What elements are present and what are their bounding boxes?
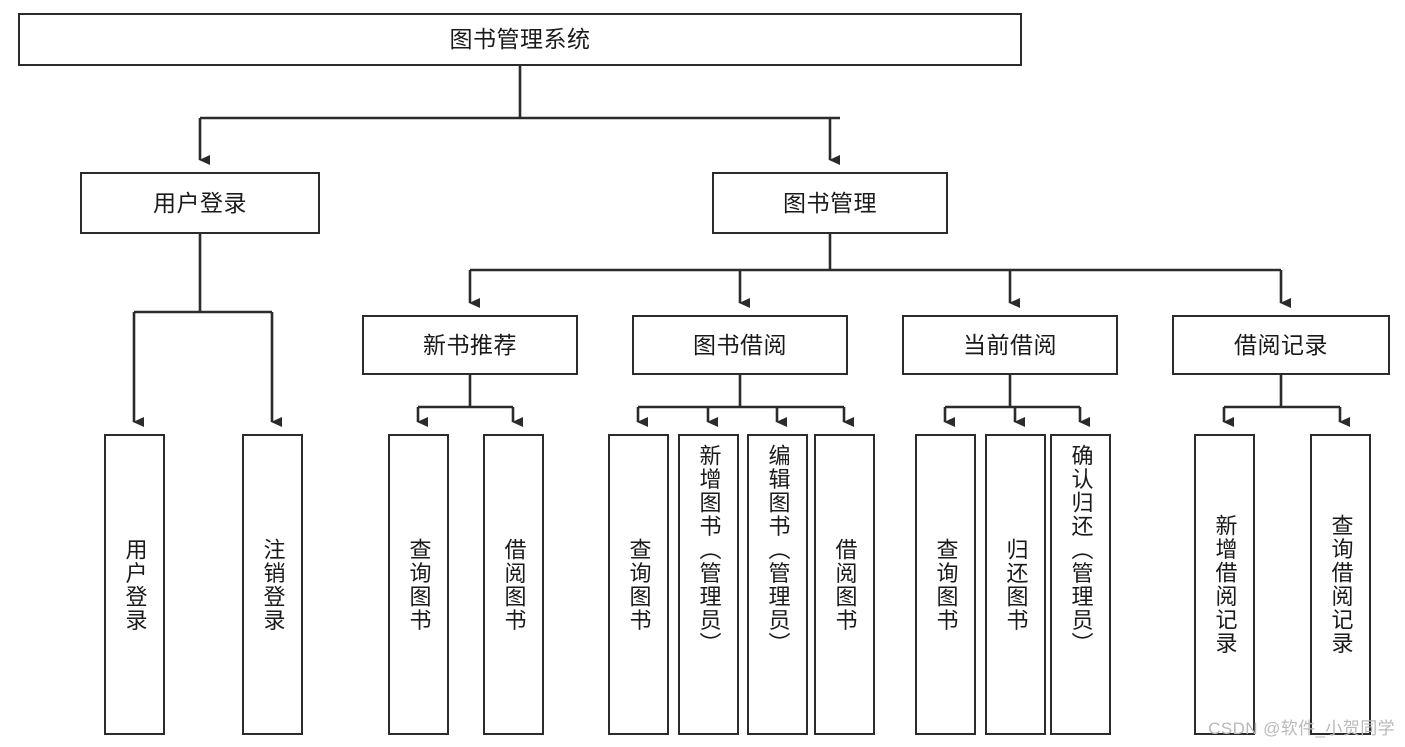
node-leaf-query-book-3-label: 查询图书 bbox=[933, 537, 959, 632]
node-leaf-confirm-return[interactable]: 确认归还（管理员） bbox=[1050, 434, 1111, 735]
node-new-book-rec[interactable]: 新书推荐 bbox=[362, 315, 578, 375]
node-current-borrow-label: 当前借阅 bbox=[963, 331, 1057, 358]
node-book-borrow[interactable]: 图书借阅 bbox=[632, 315, 848, 375]
node-leaf-query-record[interactable]: 查询借阅记录 bbox=[1310, 434, 1371, 735]
node-leaf-edit-book-label: 编辑图书（管理员） bbox=[765, 444, 791, 656]
node-leaf-add-book[interactable]: 新增图书（管理员） bbox=[678, 434, 739, 735]
node-user-login[interactable]: 用户登录 bbox=[80, 172, 320, 234]
node-current-borrow[interactable]: 当前借阅 bbox=[902, 315, 1118, 375]
node-book-borrow-label: 图书借阅 bbox=[693, 331, 787, 358]
node-leaf-user-logout[interactable]: 注销登录 bbox=[242, 434, 303, 735]
node-leaf-return-book[interactable]: 归还图书 bbox=[985, 434, 1046, 735]
node-leaf-query-record-label: 查询借阅记录 bbox=[1328, 514, 1354, 655]
node-leaf-borrow-book-2[interactable]: 借阅图书 bbox=[814, 434, 875, 735]
node-root-label: 图书管理系统 bbox=[449, 26, 591, 53]
node-book-manage[interactable]: 图书管理 bbox=[712, 172, 948, 234]
node-leaf-add-record[interactable]: 新增借阅记录 bbox=[1194, 434, 1255, 735]
node-leaf-add-record-label: 新增借阅记录 bbox=[1212, 514, 1238, 655]
node-leaf-add-book-label: 新增图书（管理员） bbox=[696, 444, 722, 656]
node-leaf-user-login-label: 用户登录 bbox=[122, 537, 148, 632]
node-borrow-record[interactable]: 借阅记录 bbox=[1172, 315, 1390, 375]
node-leaf-query-book-2[interactable]: 查询图书 bbox=[608, 434, 669, 735]
node-new-book-rec-label: 新书推荐 bbox=[423, 331, 517, 358]
node-leaf-confirm-return-label: 确认归还（管理员） bbox=[1068, 444, 1094, 656]
node-leaf-user-login[interactable]: 用户登录 bbox=[104, 434, 165, 735]
node-leaf-borrow-book-1[interactable]: 借阅图书 bbox=[483, 434, 544, 735]
node-leaf-return-book-label: 归还图书 bbox=[1003, 537, 1029, 632]
node-leaf-query-book-2-label: 查询图书 bbox=[626, 537, 652, 632]
node-leaf-query-book-3[interactable]: 查询图书 bbox=[915, 434, 976, 735]
node-leaf-borrow-book-2-label: 借阅图书 bbox=[832, 537, 858, 632]
node-leaf-query-book-1-label: 查询图书 bbox=[406, 537, 432, 632]
node-leaf-edit-book[interactable]: 编辑图书（管理员） bbox=[747, 434, 808, 735]
node-leaf-query-book-1[interactable]: 查询图书 bbox=[388, 434, 449, 735]
node-root[interactable]: 图书管理系统 bbox=[18, 13, 1022, 66]
node-book-manage-label: 图书管理 bbox=[783, 189, 877, 216]
watermark-text: CSDN @软件_小贺同学 bbox=[1208, 719, 1395, 738]
node-leaf-user-logout-label: 注销登录 bbox=[260, 537, 286, 632]
node-borrow-record-label: 借阅记录 bbox=[1234, 331, 1328, 358]
node-leaf-borrow-book-1-label: 借阅图书 bbox=[501, 537, 527, 632]
node-user-login-label: 用户登录 bbox=[153, 189, 247, 216]
